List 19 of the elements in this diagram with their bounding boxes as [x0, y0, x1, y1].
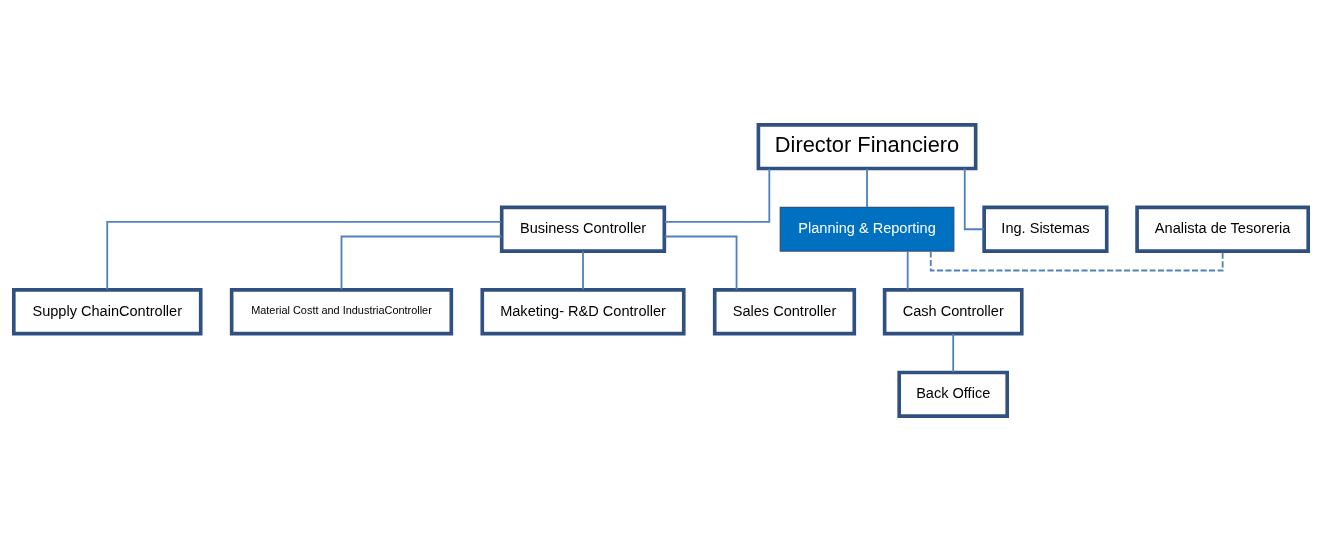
connector	[663, 235, 738, 291]
connector	[340, 235, 503, 291]
node-box: Supply ChainController	[11, 288, 203, 336]
node-box: Director Financiero	[756, 123, 978, 171]
connector	[906, 250, 909, 291]
node-box: Sales Controller	[712, 288, 857, 336]
node-box: Analista de Tesoreria	[1135, 205, 1311, 253]
connector	[106, 221, 503, 291]
connector	[582, 250, 584, 291]
node-box: Material Costt and IndustriaController	[229, 288, 454, 336]
node-box: Cash Controller	[882, 288, 1024, 336]
connector	[663, 167, 771, 223]
node-box: Back Office	[897, 370, 1010, 418]
node-box: Business Controller	[499, 205, 667, 253]
node-box: Ing. Sistemas	[982, 205, 1109, 253]
node-box: Planning & Reporting	[779, 206, 955, 252]
connector	[952, 332, 955, 374]
connector	[866, 167, 868, 208]
node-box: Maketing- R&D Controller	[480, 288, 686, 336]
